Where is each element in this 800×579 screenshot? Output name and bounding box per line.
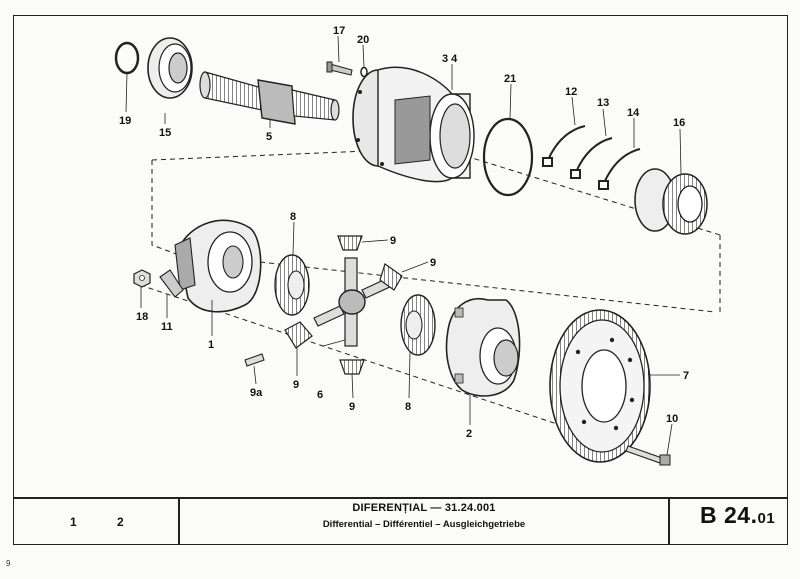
footer-column-2: 2 <box>117 515 124 529</box>
callout-9-bottom: 9 <box>349 401 355 413</box>
callout-6: 6 <box>317 389 323 401</box>
page-code: B 24.01 <box>700 502 775 529</box>
part-taper-bearing <box>634 128 708 235</box>
callout-3-4: 3 4 <box>442 53 458 65</box>
callout-9-top: 9 <box>390 235 396 247</box>
page-code-suffix: 01 <box>757 510 776 527</box>
callout-1: 1 <box>208 339 214 351</box>
part-spider-cross <box>313 257 393 347</box>
callout-5: 5 <box>266 131 272 143</box>
page-code-main: B 24. <box>700 502 758 528</box>
part-ring-gear <box>549 309 680 463</box>
footer-col-divider-left <box>178 497 180 545</box>
footer-column-1: 1 <box>70 515 77 529</box>
part-pinion-shaft <box>199 71 340 128</box>
part-shim-13 <box>570 108 613 179</box>
part-nut <box>133 269 151 308</box>
corner-mark: 9 <box>6 559 11 568</box>
part-side-gear-upper <box>274 221 310 316</box>
callout-8-upper: 8 <box>290 211 296 223</box>
part-bearing-15 <box>147 37 193 124</box>
part-pinion-gear-top <box>337 235 389 251</box>
callout-20: 20 <box>357 34 369 46</box>
footer-divider <box>13 497 788 499</box>
footer-col-divider-right <box>668 497 670 545</box>
part-case-half <box>174 219 262 336</box>
part-side-gear-lower <box>400 294 436 399</box>
drawing-frame <box>13 15 788 545</box>
part-lock-tab <box>159 269 184 318</box>
part-ring-gear-bolt <box>625 423 673 466</box>
callout-9-left: 9 <box>293 379 299 391</box>
callout-7: 7 <box>683 370 689 382</box>
callout-18: 18 <box>136 311 148 323</box>
callout-11: 11 <box>161 321 173 333</box>
callout-13: 13 <box>597 97 609 109</box>
part-pinion-gear-bottom <box>339 359 365 399</box>
document-title: DIFERENȚIAL — 31.24.001 <box>352 502 496 514</box>
part-pinion-gear-left <box>284 321 313 376</box>
callout-2: 2 <box>466 428 472 440</box>
callout-19: 19 <box>119 115 131 127</box>
part-washer-20 <box>360 44 368 78</box>
callout-9-right: 9 <box>430 257 436 269</box>
callout-17: 17 <box>333 25 345 37</box>
part-shim-14 <box>598 118 641 190</box>
part-bolt-17 <box>326 35 353 76</box>
callout-9a: 9a <box>250 387 263 399</box>
part-snap-ring <box>114 41 140 113</box>
part-pin-9a <box>244 353 265 385</box>
callout-10: 10 <box>666 413 678 425</box>
callout-16: 16 <box>673 117 685 129</box>
callout-12: 12 <box>565 86 577 98</box>
document-subtitle: Differential – Différentiel – Ausgleichg… <box>322 519 526 530</box>
part-o-ring <box>482 83 534 197</box>
callout-8-lower: 8 <box>405 401 411 413</box>
callout-labels: 19 15 5 17 20 3 4 21 12 13 14 16 8 9 9 1… <box>119 25 689 440</box>
part-pinion-gear-right <box>379 261 429 291</box>
part-housing-3-4 <box>352 64 475 183</box>
callout-21: 21 <box>504 73 516 85</box>
callout-15: 15 <box>159 127 171 139</box>
callout-14: 14 <box>627 107 640 119</box>
part-shim-12 <box>542 96 586 167</box>
part-carrier <box>445 298 521 425</box>
